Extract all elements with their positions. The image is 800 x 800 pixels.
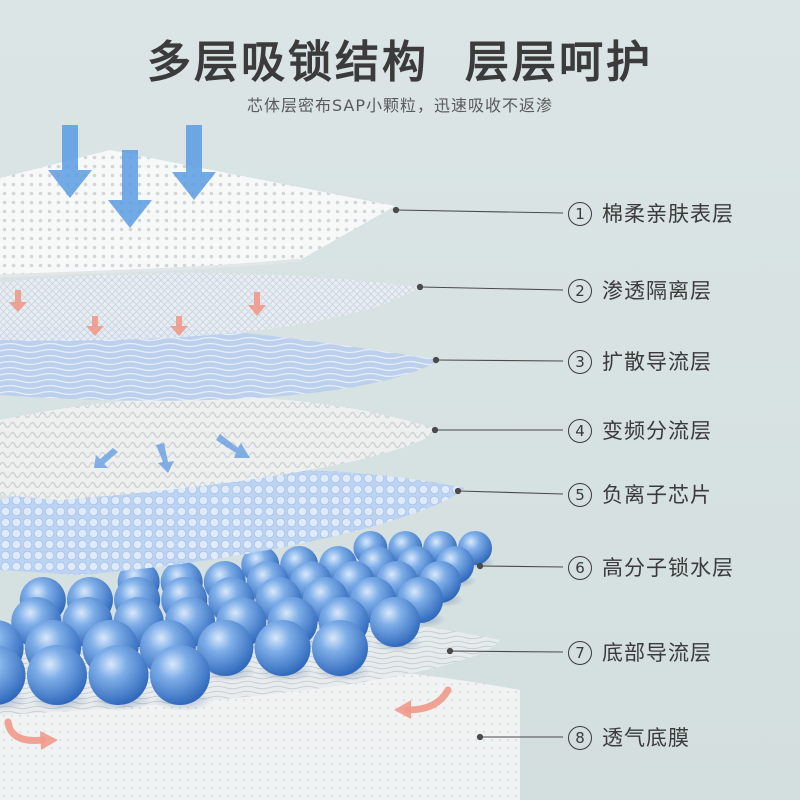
- leader-dot: [447, 648, 452, 653]
- layer-name: 透气底膜: [602, 726, 690, 750]
- leader-dot: [477, 734, 482, 739]
- layer-label-5: 5 负离子芯片: [568, 479, 712, 509]
- layer-number: 3: [568, 350, 592, 374]
- layer-label-3: 3 扩散导流层: [568, 346, 712, 376]
- layer-name: 扩散导流层: [602, 350, 712, 374]
- title-part-1: 多层吸锁结构: [147, 26, 429, 90]
- leader-dot: [455, 488, 460, 493]
- page-title: 多层吸锁结构层层呵护: [0, 26, 800, 90]
- layer-number: 4: [568, 419, 592, 443]
- sap-bead: [255, 620, 311, 676]
- layer-name: 变频分流层: [602, 419, 712, 443]
- sap-bead: [370, 597, 420, 647]
- layer-label-2: 2 渗透隔离层: [568, 275, 712, 305]
- leader-dot: [393, 207, 398, 212]
- sap-bead: [89, 645, 149, 705]
- leader-dot: [417, 284, 422, 289]
- layer-name: 高分子锁水层: [602, 556, 734, 580]
- layer-number: 5: [568, 483, 592, 507]
- sap-bead: [27, 645, 87, 705]
- layer-name: 棉柔亲肤表层: [602, 202, 734, 226]
- leader-line: [480, 566, 563, 567]
- sap-bead: [150, 645, 210, 705]
- leader-line: [436, 360, 563, 361]
- layer-number: 2: [568, 279, 592, 303]
- leader-dot: [432, 427, 437, 432]
- layer-name: 底部导流层: [602, 641, 712, 665]
- layer-label-6: 6 高分子锁水层: [568, 552, 734, 582]
- layer-label-8: 8 透气底膜: [568, 722, 690, 752]
- layer-2-sheet: [0, 273, 420, 341]
- subtitle: 芯体层密布SAP小颗粒，迅速吸收不返渗: [0, 92, 800, 116]
- layer-label-1: 1 棉柔亲肤表层: [568, 198, 734, 228]
- layer-label-7: 7 底部导流层: [568, 637, 712, 667]
- leader-line: [458, 491, 563, 494]
- layer-number: 7: [568, 641, 592, 665]
- sap-bead: [312, 620, 368, 676]
- leader-line: [420, 287, 563, 290]
- leader-line: [396, 210, 563, 213]
- layer-name: 负离子芯片: [602, 483, 712, 507]
- layer-number: 6: [568, 556, 592, 580]
- title-part-2: 层层呵护: [465, 26, 653, 90]
- layer-name: 渗透隔离层: [602, 279, 712, 303]
- leader-dot: [433, 357, 438, 362]
- layer-number: 8: [568, 726, 592, 750]
- layer-number: 1: [568, 202, 592, 226]
- leader-dot: [477, 563, 482, 568]
- layer-label-4: 4 变频分流层: [568, 415, 712, 445]
